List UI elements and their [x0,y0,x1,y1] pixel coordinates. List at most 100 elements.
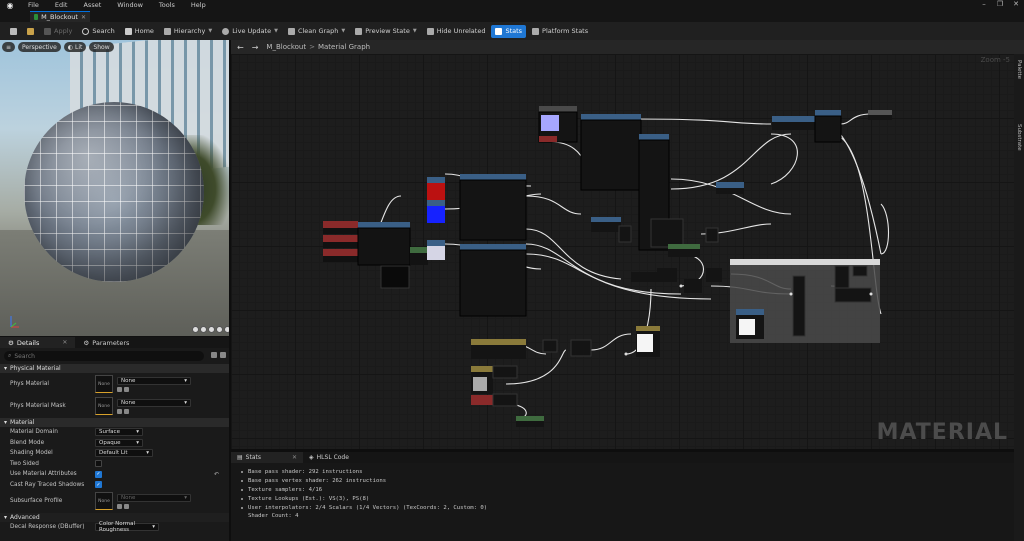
forward-arrow-icon[interactable]: → [251,42,259,52]
graph-node [637,334,653,352]
asset-thumbnail[interactable]: None [95,375,113,393]
search-icon [82,27,90,35]
use-selected-icon[interactable] [117,408,122,414]
graph-watermark: MATERIAL [876,420,1008,445]
browse-icon[interactable] [124,386,129,392]
apply-button[interactable]: Apply [40,25,76,38]
mesh-shape-icon[interactable] [224,326,229,333]
material-graph-canvas[interactable]: Zoom -5 [231,54,1014,449]
breadcrumb-leaf[interactable]: Material Graph [317,43,371,51]
wire [625,288,652,355]
close-icon[interactable]: ✕ [62,339,68,346]
back-arrow-icon[interactable]: ← [237,42,244,52]
reset-to-default-icon[interactable]: ↶ [214,470,220,478]
sphere-shape-icon[interactable] [200,326,207,333]
palette-tab[interactable]: Palette [1016,60,1022,80]
hide-unrelated-button[interactable]: Hide Unrelated [423,25,490,38]
platform-stats-button[interactable]: Platform Stats [528,25,592,38]
apply-icon [44,27,51,35]
use-selected-icon[interactable] [117,503,122,509]
hierarchy-button[interactable]: Hierarchy▼ [160,25,216,38]
chevron-down-icon: ▼ [341,28,346,34]
stats-text: Base pass shader: 292 instructions [248,469,363,476]
broom-icon [287,27,295,35]
preview-viewport[interactable]: ≡ Perspective ◐Lit Show [0,40,229,336]
unreal-logo-icon[interactable]: ◉ [6,0,14,10]
restore-icon[interactable]: ❐ [996,0,1004,8]
breadcrumb-separator: > [309,43,315,51]
asset-picker[interactable]: None▾ [117,376,191,385]
close-tab-icon[interactable]: ✕ [80,13,86,21]
cast-ray-traced-shadows-checkbox[interactable]: ✓ [95,481,102,489]
menu-help[interactable]: Help [190,1,206,9]
prop-phys-material: Phys Material None None▾ [0,373,229,395]
use-material-attributes-checkbox[interactable]: ✓ [95,470,102,478]
details-search-input[interactable] [14,352,195,360]
prop-label: Decal Response (DBuffer) [10,524,85,531]
menu-file[interactable]: File [28,1,39,9]
show-button[interactable]: Show [89,42,114,52]
preview-state-button[interactable]: Preview State▼ [351,25,420,38]
asset-picker-value: None [121,377,136,384]
use-selected-icon[interactable] [117,386,122,392]
graph-node [492,393,518,407]
search-button[interactable]: Search [78,25,118,38]
window-controls: – ❐ ✕ [976,0,1024,8]
save-button[interactable] [6,25,21,38]
stats-line: Texture samplers: 4/16 [241,486,1014,495]
graph-node [427,246,445,260]
graph-node [868,115,892,120]
live-update-button[interactable]: Live Update▼ [218,25,282,38]
asset-thumbnail[interactable]: None [95,397,113,415]
tab-stats[interactable]: ▤Stats✕ [231,452,304,463]
chevron-down-icon: ▼ [412,28,417,34]
material-domain-select[interactable]: Surface▾ [95,428,143,437]
section-advanced[interactable]: ▾Advanced [0,513,229,522]
blend-mode-select[interactable]: Opaque▾ [95,438,143,447]
breadcrumb-root[interactable]: M_Blockout [266,43,307,51]
asset-thumbnail[interactable]: None [95,492,113,510]
menu-window[interactable]: Window [117,1,143,9]
graph-node [657,268,677,282]
close-icon[interactable]: ✕ [292,454,298,461]
cylinder-shape-icon[interactable] [192,326,199,333]
wire [505,349,567,385]
menu-edit[interactable]: Edit [54,1,68,9]
tab-m-blockout[interactable]: M_Blockout ✕ [30,11,90,22]
section-material[interactable]: ▾Material [0,418,229,427]
graph-node [739,319,755,335]
settings-icon[interactable] [220,352,226,358]
cube-shape-icon[interactable] [216,326,223,333]
grid-view-icon[interactable] [211,352,217,358]
clean-graph-button[interactable]: Clean Graph▼ [284,25,349,38]
menu-asset[interactable]: Asset [83,1,102,9]
menu-tools[interactable]: Tools [158,1,175,9]
close-window-icon[interactable]: ✕ [1013,0,1019,8]
browse-button[interactable] [23,25,38,38]
plane-shape-icon[interactable] [208,326,215,333]
stats-button[interactable]: Stats [491,24,527,38]
comment-box [730,259,880,343]
tab-parameters[interactable]: ⚙Parameters [75,337,137,348]
save-icon [10,27,17,35]
node-group-bottom [471,326,660,427]
browse-icon[interactable] [124,503,129,509]
two-sided-checkbox[interactable] [95,460,102,468]
tab-label: M_Blockout [41,13,78,21]
asset-picker[interactable]: None▾ [117,493,191,502]
perspective-button[interactable]: Perspective [18,42,61,52]
lit-button[interactable]: ◐Lit [63,42,87,52]
asset-picker[interactable]: None▾ [117,398,191,407]
browse-icon[interactable] [124,408,129,414]
substrate-tab[interactable]: Substrate [1016,124,1022,151]
section-physical-material[interactable]: ▾Physical Material [0,364,229,373]
minimize-icon[interactable]: – [982,0,986,8]
prop-label: Cast Ray Traced Shadows [10,481,85,488]
decal-response-select[interactable]: Color Normal Roughness▾ [95,521,159,533]
shading-model-select[interactable]: Default Lit▾ [95,449,153,458]
viewport-menu-button[interactable]: ≡ [2,42,16,52]
home-button[interactable]: Home [121,25,158,38]
tab-hlsl-code[interactable]: ◈HLSL Code [303,452,355,463]
chevron-down-icon: ▾ [136,429,139,436]
tab-details[interactable]: ⚙Details✕ [0,337,76,348]
